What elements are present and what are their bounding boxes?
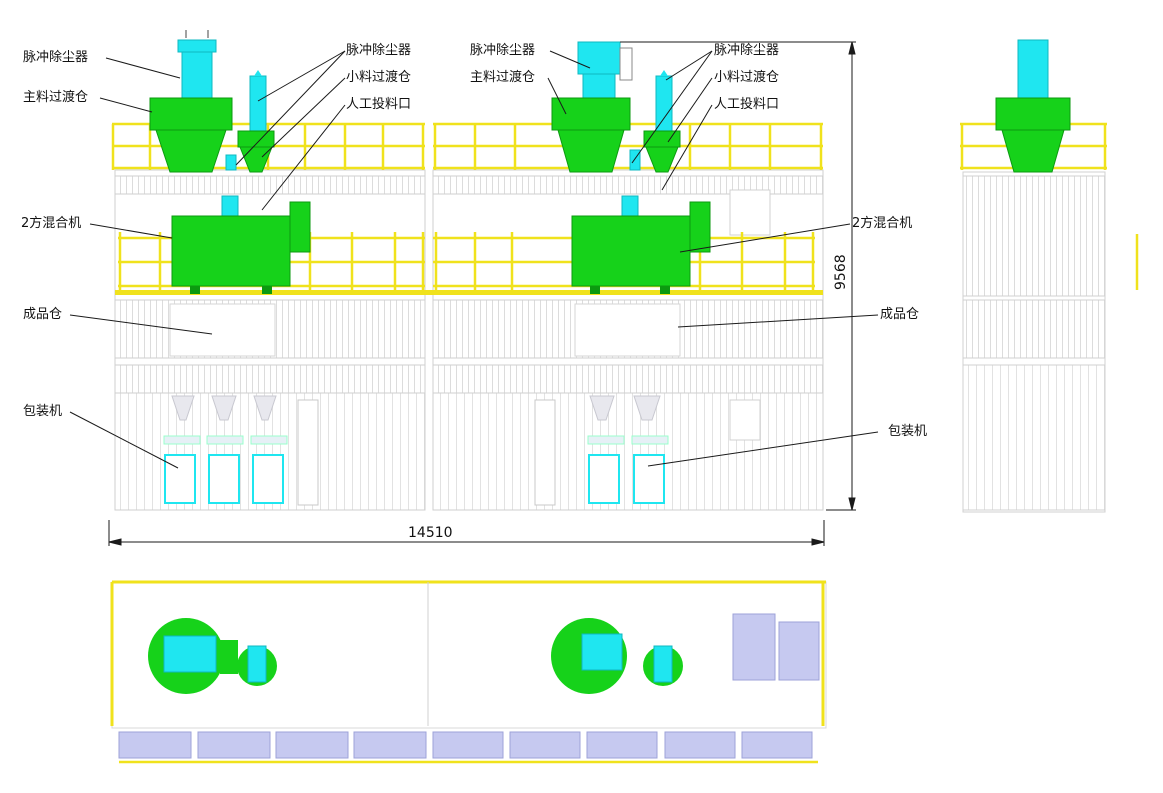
height-dimension [620,41,856,511]
mid-deck [115,290,823,295]
label-right-dust-collector: 脉冲除尘器 [714,43,780,58]
label-middle-small-bin: 小料过渡仓 [346,70,412,85]
front-frame-right [432,169,824,511]
side-elevation [960,39,1139,513]
left-mixer [171,195,311,294]
plan-view [110,580,827,729]
leader-lines [69,50,879,469]
width-dimension [108,520,825,546]
right-main-bin [551,97,631,173]
label-right-small-bin: 小料过渡仓 [714,70,780,85]
label-right-product-bin: 成品仓 [880,307,920,322]
label-left-product-bin: 成品仓 [23,307,63,322]
label-right-packer: 包装机 [888,424,928,439]
label-left-main-bin: 主料过渡仓 [23,90,89,105]
right-dust-collector [577,41,633,100]
left-small-bin [225,70,275,173]
label-left-dust-collector: 脉冲除尘器 [23,50,89,65]
label-middle-main-bin: 主料过渡仓 [470,70,536,85]
plan-bottom-panels [118,731,813,759]
label-right-mixer: 2方混合机 [852,216,913,231]
label-middle-feed-port: 人工投料口 [346,97,412,112]
left-main-bin [149,97,233,173]
dimension-width-value: 14510 [408,525,453,541]
left-packers [163,395,288,504]
right-packers [587,395,669,504]
label-middle-dust-collector-2: 脉冲除尘器 [470,43,536,58]
dimension-height-value: 9568 [833,254,849,290]
left-dust-collector [177,30,217,101]
right-mixer [571,195,711,294]
right-small-bin [629,70,681,173]
label-left-mixer: 2方混合机 [21,216,82,231]
label-left-packer: 包装机 [23,404,63,419]
label-middle-dust-collector: 脉冲除尘器 [346,43,412,58]
label-right-feed-port: 人工投料口 [714,97,780,112]
